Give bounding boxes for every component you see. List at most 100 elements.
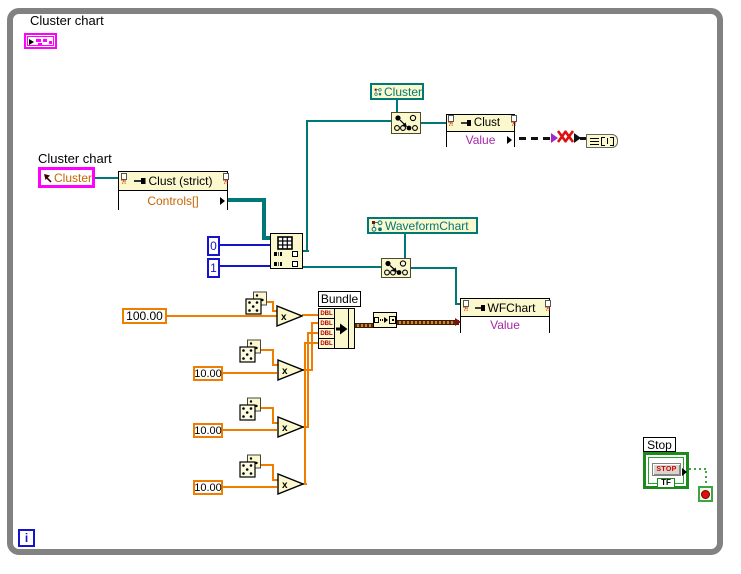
wire-mult1-out[interactable] — [302, 314, 318, 316]
int-constant-0-value: 0 — [210, 239, 217, 253]
multiply-node[interactable]: x — [277, 416, 304, 438]
while-loop-structure[interactable] — [7, 8, 723, 555]
multiply-symbol: x — [281, 312, 287, 323]
wire-dice1-v[interactable] — [272, 301, 274, 312]
dbl-constant-10-2[interactable]: 10.00 — [193, 423, 223, 438]
wire-wfchart-class-v[interactable] — [404, 234, 406, 259]
variant-wire-dash-1[interactable] — [519, 137, 551, 140]
wire-dice4-h1[interactable] — [261, 464, 274, 466]
property-node-cluster-strict[interactable]: ?! ?! Clust (strict) Controls[] — [118, 171, 229, 210]
bundle-input-dbl[interactable]: DBL — [319, 339, 334, 348]
multiply-node[interactable]: x — [277, 359, 304, 381]
cluster-refnum-control[interactable]: Cluster — [38, 167, 95, 188]
wire-index-0[interactable] — [220, 244, 270, 246]
property-node-wfchart[interactable]: ?! ?! WFChart Value — [460, 298, 551, 333]
random-number-icon[interactable] — [239, 397, 263, 421]
bundle-icon — [335, 323, 347, 334]
wire-dice3-h1[interactable] — [261, 407, 274, 409]
array-indicator-icon[interactable] — [586, 134, 618, 148]
loop-condition-terminal[interactable] — [698, 486, 713, 502]
dbl-constant-10-3[interactable]: 10.00 — [193, 480, 223, 495]
wire-dice4-h2[interactable] — [272, 479, 278, 481]
wire-const3[interactable] — [223, 429, 277, 431]
dbl-constant-10-1[interactable]: 10.00 — [193, 366, 223, 381]
wire-mult4-out-v[interactable] — [304, 342, 306, 485]
wire-dice1-h1[interactable] — [267, 301, 274, 303]
wire-dice3-v[interactable] — [272, 407, 274, 424]
wire-controls-array-h2[interactable] — [262, 236, 274, 240]
wire-dice2-h1[interactable] — [261, 349, 274, 351]
wire-cluster-class-v[interactable] — [396, 100, 398, 112]
stop-button-terminal[interactable]: STOP TF — [643, 452, 689, 489]
class-name: WaveformChart — [385, 218, 469, 233]
cluster-chart-indicator-terminal[interactable] — [24, 33, 57, 49]
property-node-clust[interactable]: ?! ?! Clust Value — [446, 114, 517, 147]
class-specifier-waveformchart[interactable]: WaveformChart — [367, 217, 478, 234]
int-constant-1[interactable]: 1 — [207, 258, 220, 278]
wire-dice2-v[interactable] — [272, 349, 274, 366]
bundle-node[interactable]: DBL DBL DBL DBL — [318, 308, 355, 349]
int-constant-0[interactable]: 0 — [207, 236, 220, 256]
wire-mult3-out-h2[interactable] — [307, 332, 318, 334]
wire-const2[interactable] — [223, 372, 277, 374]
to-more-specific-class-node-2[interactable] — [381, 258, 411, 278]
property-name: Value — [490, 318, 520, 332]
stop-button-icon[interactable]: STOP — [652, 463, 681, 476]
to-more-specific-icon — [394, 114, 418, 131]
bundle-input-dbl[interactable]: DBL — [319, 329, 334, 339]
wire-elem0-h2[interactable] — [306, 120, 392, 122]
stop-condition-icon — [701, 489, 710, 499]
error-corner-icon: ?! — [121, 180, 126, 186]
wire-refnum-in[interactable] — [95, 177, 118, 179]
property-controls-row[interactable]: Controls[] — [119, 191, 227, 210]
variant-wire-dash-2[interactable] — [580, 137, 586, 140]
wire-dice1-h2[interactable] — [272, 310, 278, 312]
property-value-row[interactable]: Value — [461, 317, 549, 333]
coerce-to-type-node[interactable] — [373, 312, 397, 328]
random-number-icon[interactable] — [239, 454, 263, 478]
wire-mult2-out-h2[interactable] — [311, 322, 318, 324]
wire-const4[interactable] — [223, 486, 277, 488]
wire-const1[interactable] — [167, 315, 277, 317]
broken-wire-x-icon[interactable] — [556, 129, 576, 144]
cluster-wire-1[interactable] — [355, 323, 373, 328]
boolean-wire-h[interactable] — [689, 468, 707, 470]
wire-clust-ref[interactable] — [421, 122, 446, 124]
wire-mult3-out-v[interactable] — [307, 332, 309, 428]
boolean-wire-v[interactable] — [705, 468, 707, 488]
iteration-terminal[interactable]: i — [18, 529, 35, 547]
wire-dice3-h2[interactable] — [272, 422, 278, 424]
random-number-icon[interactable] — [239, 339, 263, 363]
wire-index-1[interactable] — [220, 265, 270, 267]
source-square-glyph — [374, 317, 380, 323]
dbl-constant-100[interactable]: 100.00 — [122, 308, 167, 324]
cluster-wire-2[interactable] — [397, 320, 459, 325]
multiply-node[interactable]: x — [276, 305, 303, 327]
cluster-chart-indicator-label: Cluster chart — [30, 13, 104, 28]
wire-wfchart-ref-v[interactable] — [455, 267, 457, 305]
bundle-input-dbl[interactable]: DBL — [319, 309, 334, 319]
wire-elem0-v[interactable] — [306, 120, 308, 252]
wire-mult2-out-v[interactable] — [311, 322, 313, 371]
wire-elem1-h[interactable] — [303, 266, 381, 268]
wire-mult3-out-h1[interactable] — [303, 426, 309, 428]
wire-mult4-out-h2[interactable] — [304, 342, 318, 344]
wire-wfchart-ref-h2[interactable] — [455, 303, 461, 305]
index-array-node[interactable] — [270, 233, 303, 269]
class-specifier-cluster[interactable]: Cluster — [370, 83, 424, 100]
target-square-glyph — [389, 316, 396, 324]
random-number-icon[interactable] — [245, 291, 269, 315]
multiply-node[interactable]: x — [277, 473, 304, 495]
bundle-input-dbl[interactable]: DBL — [319, 319, 334, 329]
stop-label-text: Stop — [647, 437, 672, 452]
array-grid-icon — [277, 236, 293, 250]
to-more-specific-class-node-1[interactable] — [391, 112, 421, 134]
wire-dice4-v[interactable] — [272, 464, 274, 481]
property-value-row[interactable]: Value — [447, 132, 514, 147]
wire-wfchart-ref-h1[interactable] — [411, 267, 457, 269]
wire-dice2-h2[interactable] — [272, 364, 278, 366]
wire-controls-array-v[interactable] — [262, 198, 266, 240]
constant-value: 10.00 — [194, 424, 222, 437]
wire-controls-array-h1[interactable] — [228, 198, 266, 202]
